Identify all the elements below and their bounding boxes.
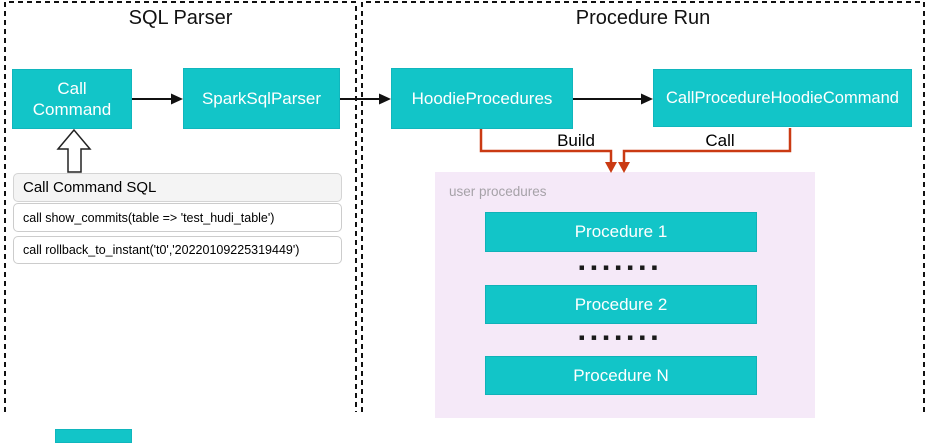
call-command-sql-panel-title: Call Command SQL bbox=[13, 173, 342, 202]
procedures-ellipsis: ▪▪▪▪▪▪▪ bbox=[578, 263, 664, 273]
build-edge-label: Build bbox=[557, 131, 595, 150]
call-procedure-hoodie-command-node: CallProcedureHoodieCommand bbox=[653, 69, 912, 127]
procedure-2-node: Procedure 2 bbox=[485, 285, 757, 324]
hoodie-procedures-node: HoodieProcedures bbox=[391, 68, 573, 129]
spark-sql-parser-node: SparkSqlParser bbox=[183, 68, 340, 129]
call-command-sql-panel: Call Command SQL call show_commits(table… bbox=[13, 173, 342, 264]
call-command-node-label: Call Command bbox=[32, 78, 112, 119]
stray-node-fragment bbox=[55, 429, 132, 443]
procedures-ellipsis: ▪▪▪▪▪▪▪ bbox=[578, 333, 664, 343]
hollow-up-arrow bbox=[56, 128, 92, 173]
sql-example-row: call rollback_to_instant('t0','202201092… bbox=[13, 236, 342, 264]
call-command-node: Call Command bbox=[12, 69, 132, 129]
user-procedures-label: user procedures bbox=[449, 184, 547, 199]
procedure-1-node: Procedure 1 bbox=[485, 212, 757, 252]
sql-example-row: call show_commits(table => 'test_hudi_ta… bbox=[13, 203, 342, 232]
arrow-hoodieprocedures-to-callprocedurehoodiecommand bbox=[573, 93, 653, 105]
call-edge-label: Call bbox=[705, 131, 735, 150]
arrow-sparksqlparser-to-hoodieprocedures bbox=[340, 93, 391, 105]
arrow-callcommand-to-sparksqlparser bbox=[132, 93, 183, 105]
procedure-run-section-title: Procedure Run bbox=[575, 7, 711, 29]
procedure-n-node: Procedure N bbox=[485, 356, 757, 395]
sql-parser-section-title: SQL Parser bbox=[128, 7, 233, 29]
